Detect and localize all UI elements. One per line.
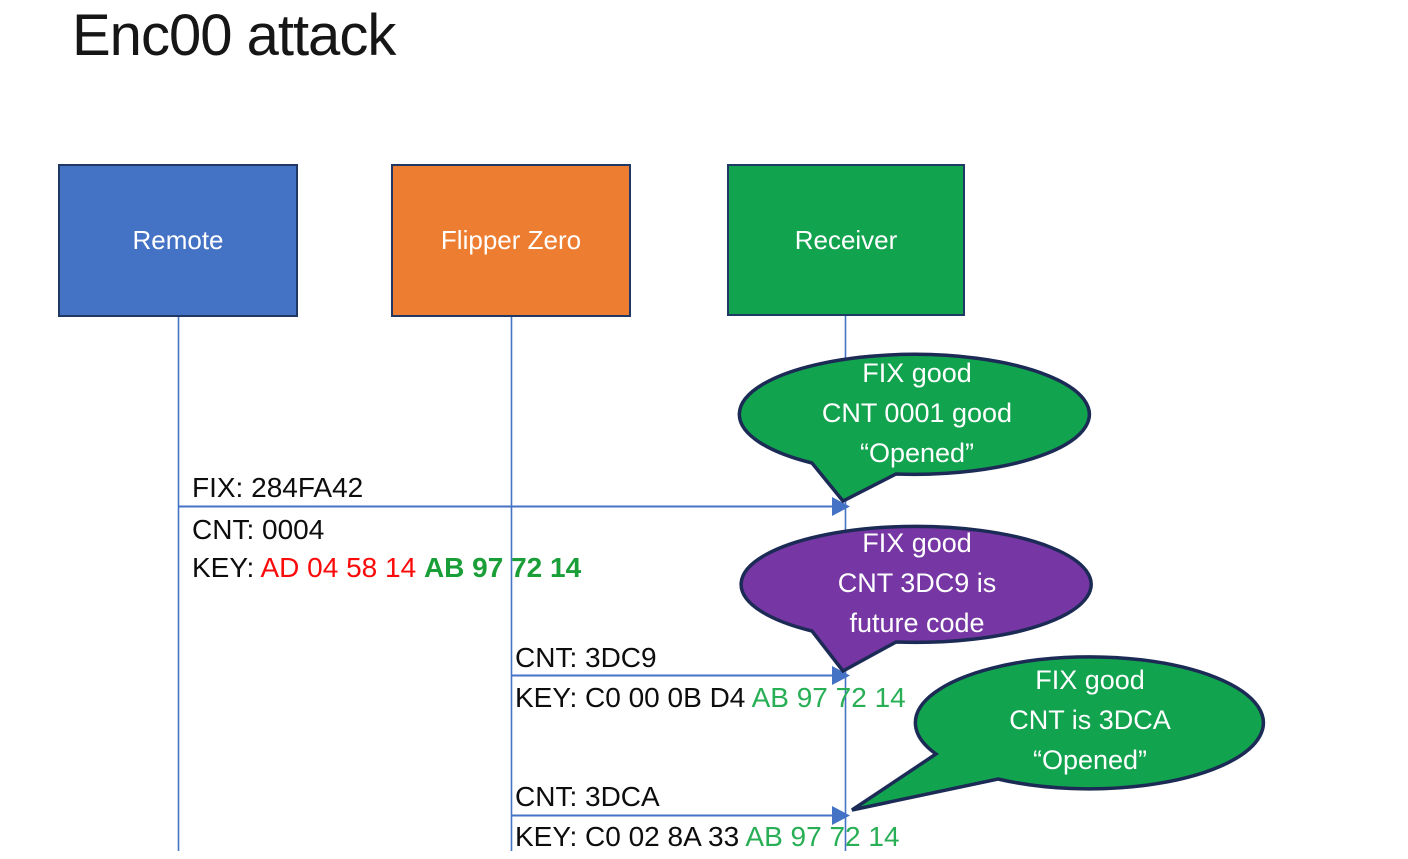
actor-box-receiver: Receiver [727,164,965,316]
actor-label-flipper-zero: Flipper Zero [440,225,582,255]
callout3-line3: “Opened” [1032,745,1148,775]
message2-key-prefix: KEY: C0 00 0B D4 [515,682,752,713]
message1-key-red-bytes: AD 04 58 14 [260,552,424,583]
callout-bubble-future-code [739,524,1093,674]
message-arrow-3-head [832,806,850,825]
message1-key-prefix: KEY: [192,552,261,583]
message2-key-label: KEY: C0 00 0B D4 AB 97 72 14 [515,682,906,714]
message1-fix-label: FIX: 284FA42 [192,472,364,503]
message2-key-green-bytes: AB 97 72 14 [751,682,906,713]
message1-key-label: KEY: AD 04 58 14 AB 97 72 14 [192,552,581,584]
callout3-line1: FIX good [1035,665,1145,695]
callout3-text: FIX good CNT is 3DCA “Opened” [935,660,1245,780]
message-arrow-2-head [832,666,850,685]
message3-key-label: KEY: C0 02 8A 33 AB 97 72 14 [515,821,900,853]
message3-cnt-label: CNT: 3DCA [515,781,660,812]
callout3-line2: CNT is 3DCA [1009,705,1171,735]
message3-key-green-bytes: AB 97 72 14 [745,821,900,852]
callout2-line2: CNT 3DC9 is [837,568,997,598]
slide-title: Enc00 attack [72,3,396,68]
actor-box-flipper-zero: Flipper Zero [391,164,631,317]
message-arrow-1-head [832,497,850,516]
actor-box-remote: Remote [58,164,298,317]
actor-label-remote: Remote [132,225,224,255]
callout2-line1: FIX good [862,528,972,558]
callout2-line3: future code [849,608,985,638]
message2-cnt-label: CNT: 3DC9 [515,642,657,673]
callout1-line3: “Opened” [859,438,975,468]
callout2-text: FIX good CNT 3DC9 is future code [762,523,1072,643]
message1-cnt-label: CNT: 0004 [192,514,325,545]
callout-bubble-opened-2 [851,655,1266,812]
message3-key-prefix: KEY: C0 02 8A 33 [515,821,746,852]
actor-label-receiver: Receiver [794,224,898,255]
callout-bubble-opened-1 [737,352,1092,504]
callout1-text: FIX good CNT 0001 good “Opened” [762,353,1072,473]
message1-key-green-bytes: AB 97 72 14 [423,552,582,583]
callout1-line2: CNT 0001 good [821,398,1013,428]
callout1-line1: FIX good [862,358,972,388]
